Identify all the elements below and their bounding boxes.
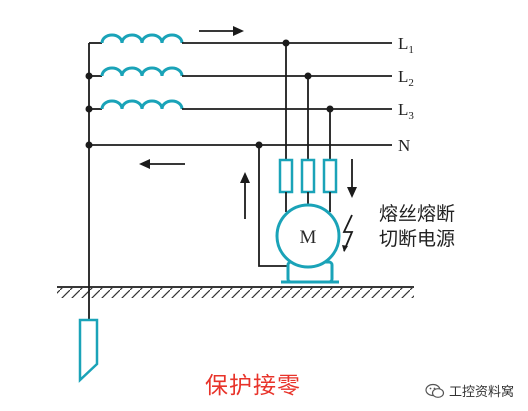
junction-dot [282,39,290,47]
watermark: 工控资料窝 [425,381,514,400]
ground-electrode [78,318,99,383]
wechat-icon [425,383,445,398]
lightning-icon [342,214,354,252]
transformer-coil-l2 [100,66,184,77]
diagram-title: 保护接零 [205,373,301,399]
fuse-note-line2: 切断电源 [379,228,456,250]
transformer-coil-l3 [100,99,184,110]
fuse-l3 [322,158,338,194]
arrow-left-icon [139,159,185,169]
junction-dot [85,105,93,113]
fuse-note-line1: 熔丝熔断 [379,203,456,225]
arrow-down-icon [347,159,357,198]
protective-neutral-wire [258,145,290,267]
fuse-l2 [300,158,316,194]
arrow-right-icon [199,26,244,36]
motor-housing [275,203,341,269]
fuse-l1 [278,158,294,194]
arrow-up-icon [240,172,250,219]
label-l3: L3 [398,100,414,122]
junction-dot [85,72,93,80]
junction-dot [85,141,93,149]
conductor-l3 [89,99,392,110]
transformer-coil-l1 [100,33,184,44]
label-n: N [398,136,410,155]
junction-dot [304,72,312,80]
junction-dot [326,105,334,113]
conductor-l2 [89,66,392,77]
ground-hatch [57,288,414,298]
watermark-text: 工控资料窝 [448,385,514,400]
label-l1: L1 [398,34,414,56]
label-l2: L2 [398,67,414,89]
motor-label: M [300,227,317,248]
conductor-l1 [89,33,392,44]
motor: M [275,203,341,284]
